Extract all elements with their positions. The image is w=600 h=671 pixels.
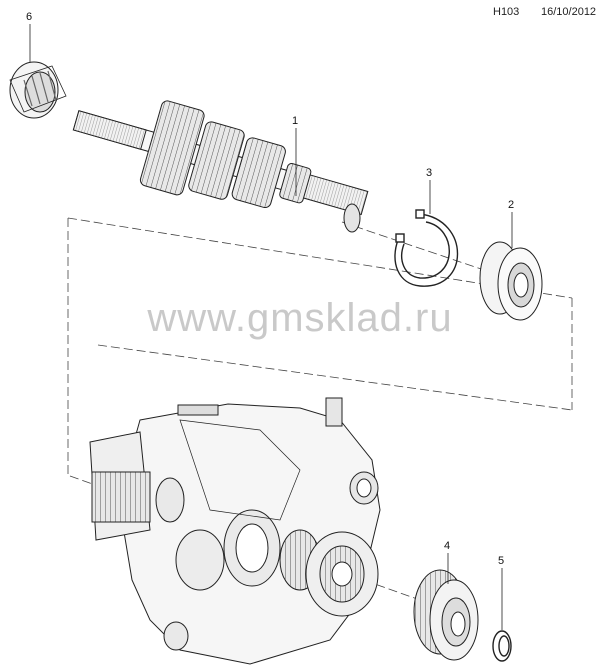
part-5-circlip — [492, 630, 512, 662]
part-6-roller-bearing — [9, 61, 67, 119]
gearbox-housing — [89, 397, 381, 665]
drawing-date: 16/10/2012 — [541, 6, 597, 18]
callout-leaders — [29, 24, 513, 630]
callout-2: 2 — [508, 199, 515, 211]
callout-4: 4 — [444, 540, 451, 552]
part-1-shaft — [72, 100, 369, 233]
callout-5: 5 — [498, 555, 505, 567]
callout-3: 3 — [426, 167, 433, 179]
callout-6: 6 — [26, 11, 33, 23]
watermark: www.gmsklad.ru — [147, 296, 453, 340]
part-2-ball-bearing — [479, 241, 543, 321]
drawing-code: H103 — [493, 6, 520, 18]
callout-1: 1 — [292, 115, 299, 127]
part-4-gear — [413, 569, 479, 661]
part-3-snap-ring — [394, 209, 459, 287]
